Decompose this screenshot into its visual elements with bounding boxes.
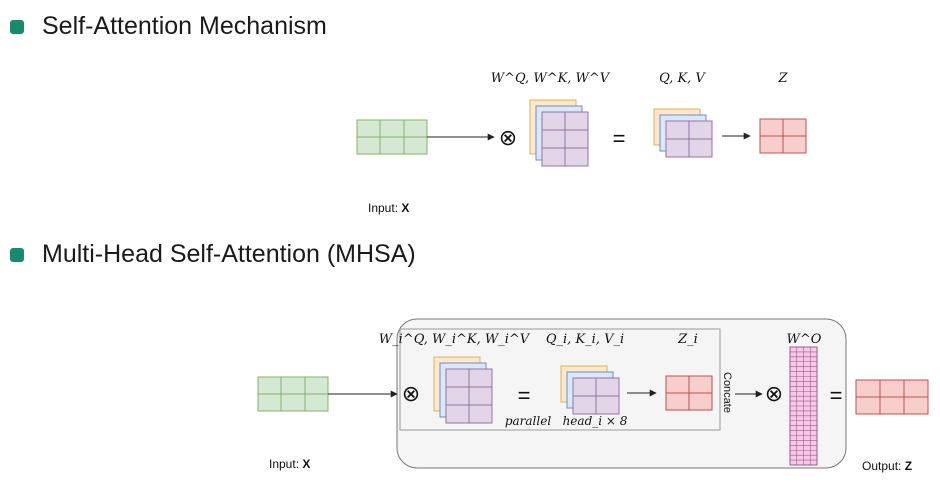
output-matrix <box>855 379 929 415</box>
weights-label: W^Q, W^K, W^V <box>491 71 611 86</box>
qkv-stack <box>560 365 620 415</box>
times-symbol: ⊗ <box>499 125 517 150</box>
wo-label: W^O <box>787 332 822 347</box>
heads-label: head_i × 8 <box>563 414 628 428</box>
weights-label: W_i^Q, W_i^K, W_i^V <box>379 332 531 347</box>
zi-label: Z_i <box>677 332 698 347</box>
section-self-attention: Self-Attention Mechanism <box>10 12 327 41</box>
input-matrix <box>257 376 329 412</box>
input-label: Input: X <box>368 201 409 215</box>
concat-label: Concate <box>721 372 733 413</box>
weights-stack <box>529 99 589 167</box>
qkv-label: Q, K, V <box>659 71 706 86</box>
output-label: Output: Z <box>862 459 912 473</box>
equals-symbol: = <box>830 383 843 408</box>
equals-symbol: = <box>518 383 531 408</box>
weights-stack <box>433 356 493 424</box>
zi-matrix <box>665 375 713 411</box>
z-label: Z <box>777 71 788 86</box>
times-symbol: ⊗ <box>765 381 783 406</box>
wo-matrix <box>789 346 818 466</box>
parallel-heads-box <box>399 328 721 431</box>
bullet-icon <box>10 247 24 262</box>
section-mhsa: Multi-Head Self-Attention (MHSA) <box>10 240 416 269</box>
input-matrix <box>356 119 428 155</box>
bullet-icon <box>10 19 24 34</box>
section-heading: Multi-Head Self-Attention (MHSA) <box>42 240 416 268</box>
input-label: Input: X <box>269 457 310 471</box>
equals-symbol: = <box>613 126 626 151</box>
qkv-label: Q_i, K_i, V_i <box>546 332 624 347</box>
times-symbol: ⊗ <box>402 381 420 406</box>
section-heading: Self-Attention Mechanism <box>42 12 327 40</box>
qkv-stack <box>653 108 713 158</box>
z-matrix <box>759 118 807 154</box>
parallel-label: parallel <box>505 414 552 428</box>
